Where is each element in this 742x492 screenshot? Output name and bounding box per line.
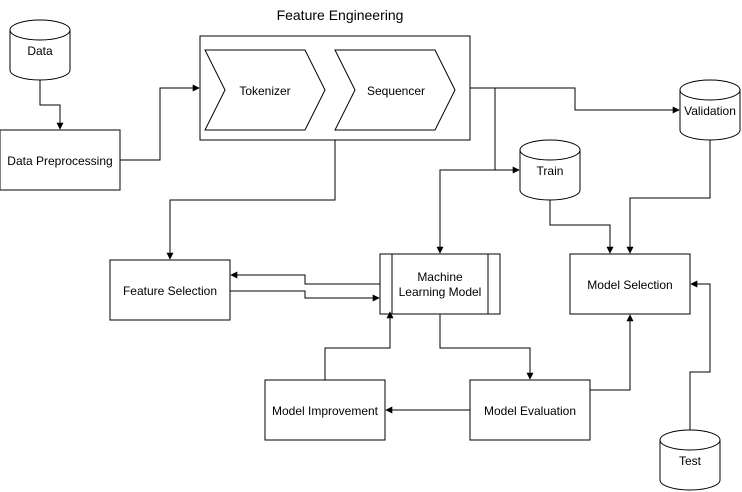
edge-preprocessing-to-feature-engineering: [120, 84, 200, 161]
test-label: Test: [679, 454, 702, 468]
edge-data-to-preprocessing: [39, 80, 64, 130]
edge-feature-engineering-to-validation: [470, 87, 680, 114]
tokenizer-label: Tokenizer: [239, 84, 290, 98]
edge-test-to-model-selection: [689, 280, 711, 430]
validation-label: Validation: [684, 104, 736, 118]
data-preprocessing-label: Data Preprocessing: [7, 154, 112, 168]
tokenizer-step: Tokenizer: [204, 49, 326, 131]
edge-feature-engineering-to-feature-selection: [166, 140, 336, 260]
train-label: Train: [537, 164, 564, 178]
model-evaluation-label: Model Evaluation: [484, 404, 576, 418]
validation-store: Validation: [679, 79, 741, 141]
ml-model-label-line2: Learning Model: [399, 285, 482, 299]
data-preprocessing-node: Data Preprocessing: [0, 129, 121, 191]
model-selection-label: Model Selection: [587, 278, 672, 292]
ml-model-node: Machine Learning Model: [379, 253, 501, 315]
model-improvement-node: Model Improvement: [264, 379, 386, 441]
feature-selection-label: Feature Selection: [123, 284, 217, 298]
data-label: Data: [27, 44, 53, 58]
feature-selection-node: Feature Selection: [109, 259, 231, 321]
edge-feature-engineering-to-ml-model: [436, 169, 495, 254]
model-improvement-label: Model Improvement: [272, 404, 379, 418]
train-store: Train: [519, 139, 581, 201]
edge-train-to-model-selection: [549, 200, 614, 254]
model-selection-node: Model Selection: [569, 253, 691, 315]
ml-model-label-line1: Machine: [417, 270, 463, 284]
edge-ml-model-to-model-evaluation: [439, 314, 534, 380]
edge-feature-engineering-to-train: [494, 88, 520, 174]
test-store: Test: [659, 429, 721, 491]
data-store: Data: [9, 19, 71, 81]
edge-validation-to-model-selection: [626, 140, 711, 254]
edge-ml-model-to-feature-selection: [230, 271, 380, 285]
sequencer-step: Sequencer: [334, 49, 456, 131]
diagram-title: Feature Engineering: [277, 7, 404, 23]
edge-feature-selection-to-ml-model: [230, 290, 380, 302]
edge-model-evaluation-to-model-selection: [590, 314, 634, 391]
edge-model-improvement-to-ml-model: [324, 311, 394, 380]
sequencer-label: Sequencer: [367, 84, 425, 98]
model-evaluation-node: Model Evaluation: [469, 379, 591, 441]
